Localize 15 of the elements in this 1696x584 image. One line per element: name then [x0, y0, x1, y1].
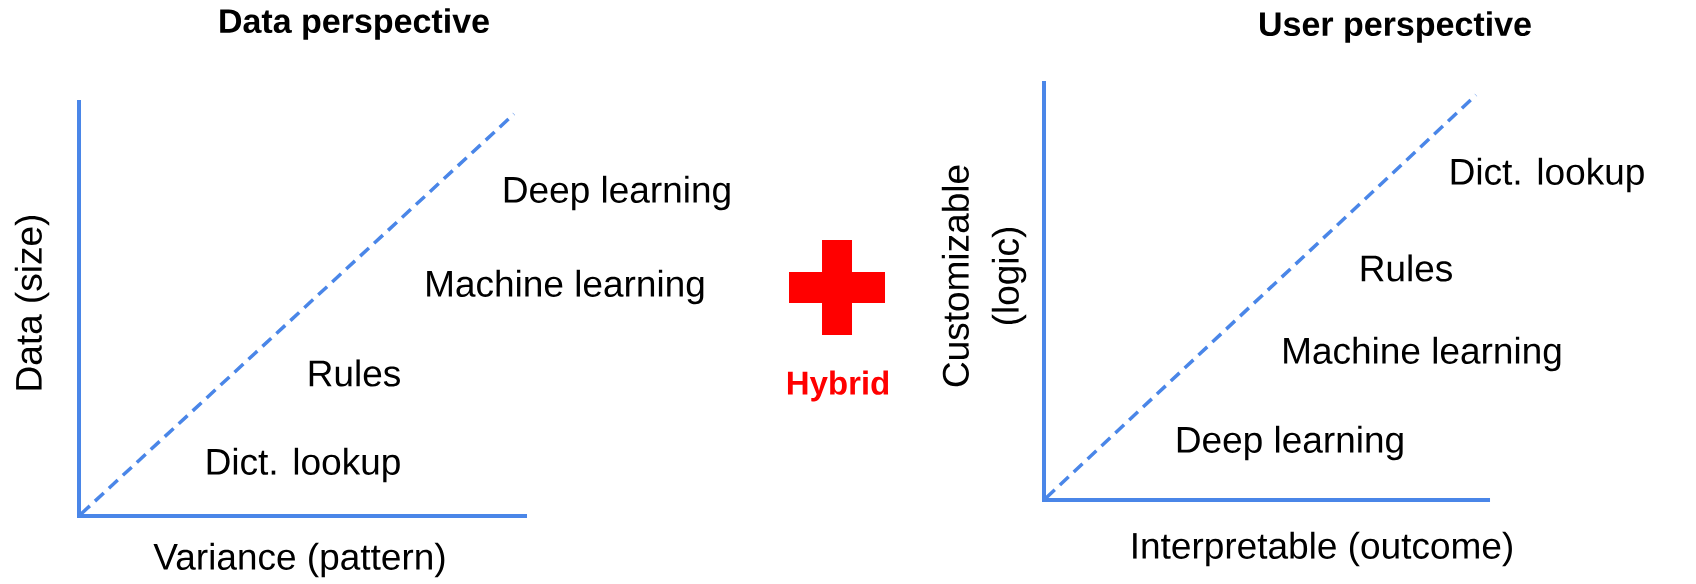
method-label: Deep learning — [1177, 425, 1403, 461]
method-label: Dict. lookup — [207, 447, 400, 483]
method-label: Machine learning — [427, 269, 704, 305]
method-label: Deep learning — [504, 175, 730, 211]
method-label: Dict. lookup — [1451, 157, 1644, 193]
chart-title: User perspective — [1260, 11, 1531, 43]
method-label: Rules — [309, 359, 400, 387]
axis-label: Variance (pattern) — [153, 542, 445, 578]
axis-label: Data (size) — [14, 215, 50, 390]
axis-label: Customizable (logic) — [941, 165, 1027, 387]
axis-label: Interpretable (outcome) — [1133, 531, 1512, 567]
method-label: Machine learning — [1284, 336, 1561, 372]
method-label: Rules — [1361, 254, 1452, 282]
chart-title: Data perspective — [220, 8, 489, 40]
hybrid-label: Hybrid — [787, 370, 889, 402]
